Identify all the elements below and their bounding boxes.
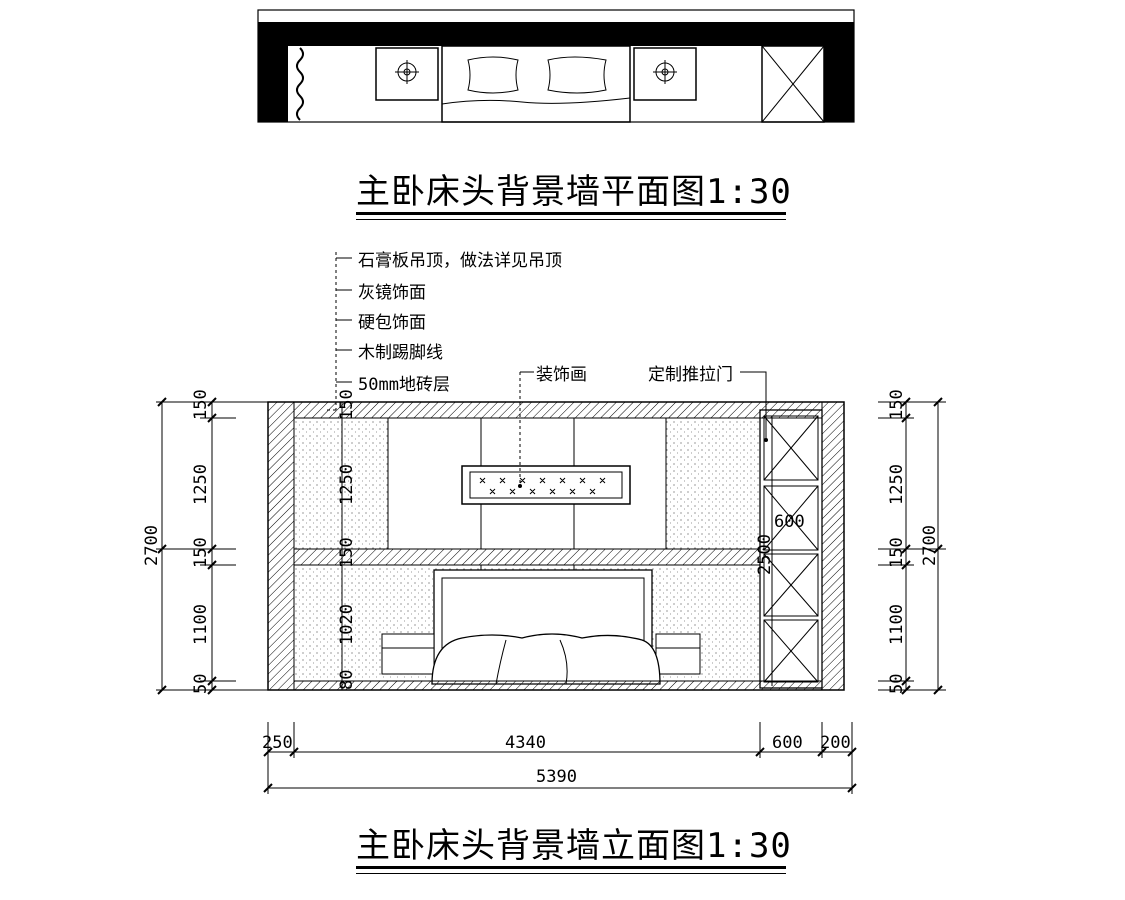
- note-mirror: 灰镜饰面: [358, 283, 426, 303]
- plan-title: 主卧床头背景墙平面图1:30: [356, 172, 792, 212]
- curtain-symbol: [296, 47, 304, 121]
- plan-title-underline-thin: [356, 219, 786, 220]
- nightstand-left-elev: [381, 633, 435, 675]
- note-floor-tile: 50mm地砖层: [358, 375, 450, 395]
- panel-right-upper: [665, 417, 761, 550]
- pillow-right: [547, 56, 607, 94]
- dim-inner-4: 1020: [337, 604, 357, 645]
- nightstand-right: [633, 47, 697, 101]
- decor-cross-marks: [479, 477, 606, 495]
- dim-cabinet-width: 600: [774, 512, 805, 532]
- dim-inner-3: 150: [337, 537, 357, 568]
- gypsum-ceiling: [293, 401, 823, 419]
- plan-title-underline: [356, 212, 786, 215]
- dim-inner-1: 150: [337, 389, 357, 420]
- dim-left-2: 1250: [191, 464, 211, 505]
- sliding-door-cabinet: [759, 409, 823, 689]
- dim-left-total: 2700: [142, 525, 162, 566]
- callout-decor: 装饰画: [536, 365, 587, 385]
- elevation-view: [267, 252, 845, 691]
- wardrobe-plan: [761, 45, 825, 123]
- dims-bottom: 250 4340 600 200 5390: [262, 733, 851, 787]
- panel-left-upper: [293, 417, 389, 550]
- dim-right-2: 1250: [887, 464, 907, 505]
- dim-bottom-1: 250: [262, 733, 293, 753]
- dim-bottom-4: 200: [820, 733, 851, 753]
- dim-inner-2: 1250: [337, 464, 357, 505]
- dim-inner-5: 80: [337, 670, 357, 690]
- note-leaders: [326, 252, 337, 411]
- note-softpack: 硬包饰面: [358, 313, 426, 333]
- dim-right-total: 2700: [920, 525, 940, 566]
- note-skirting: 木制踢脚线: [358, 343, 443, 363]
- dims-inner: 150 1250 150 1020 80 2500 600: [337, 389, 805, 690]
- dimension-ticks: [157, 397, 943, 793]
- nightstand-right-elev: [655, 633, 701, 675]
- dims-right: 150 1250 150 1100 50 2700: [887, 389, 940, 694]
- dim-left-3: 150: [191, 537, 211, 568]
- dims-left: 150 1250 150 1100 50 2700: [142, 389, 211, 694]
- dim-right-3: 150: [887, 537, 907, 568]
- callout-sliding-door: 定制推拉门: [648, 365, 733, 385]
- dim-bottom-3: 600: [772, 733, 803, 753]
- dim-left-5: 50: [191, 674, 211, 694]
- bed-plan: [441, 45, 631, 123]
- dim-bottom-2: 4340: [505, 733, 546, 753]
- dim-left-4: 1100: [191, 604, 211, 645]
- dim-bottom-total: 5390: [536, 767, 577, 787]
- dim-right-1: 150: [887, 389, 907, 420]
- plan-wall-left: [258, 22, 288, 122]
- dim-left-1: 150: [191, 389, 211, 420]
- bed-elevation: [431, 633, 661, 685]
- left-wall-section: [267, 401, 295, 691]
- elevation-title-underline-thin: [356, 873, 786, 874]
- plan-view: [257, 9, 855, 123]
- dim-cabinet-height: 2500: [755, 534, 775, 575]
- mirror-band: [293, 548, 761, 566]
- note-ceiling: 石膏板吊顶，做法详见吊顶: [358, 251, 562, 271]
- dim-right-4: 1100: [887, 604, 907, 645]
- skirting-floor: [293, 680, 823, 691]
- elevation-title: 主卧床头背景墙立面图1:30: [356, 826, 792, 866]
- nightstand-left: [375, 47, 439, 101]
- elevation-title-underline: [356, 866, 786, 869]
- plan-wall-top: [258, 22, 854, 46]
- dim-right-5: 50: [887, 674, 907, 694]
- plan-wall-right: [824, 22, 854, 122]
- door-leader: [740, 371, 767, 440]
- pillow-left: [467, 56, 519, 94]
- right-wall-section: [821, 401, 845, 691]
